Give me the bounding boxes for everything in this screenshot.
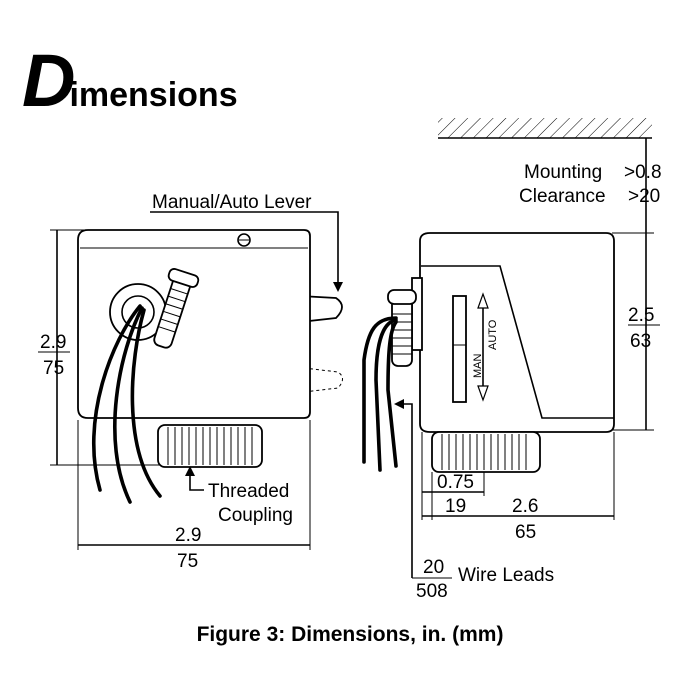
side-wire-leads — [362, 316, 398, 472]
title-rest: imensions — [69, 76, 238, 114]
side-width-mm: 65 — [515, 522, 536, 543]
coupling-leader-arrow — [185, 466, 195, 476]
lever-alt-position — [303, 367, 343, 393]
wire-leads-mm: 508 — [416, 581, 448, 602]
man-auto-switch-slot[interactable] — [452, 295, 467, 403]
mounting-label: Mounting — [524, 162, 602, 183]
coupling-leader-line — [189, 470, 204, 491]
wire-leads-in: 20 — [423, 557, 444, 578]
wire-leads-arrow — [394, 399, 404, 409]
side-threaded-coupling — [431, 431, 541, 473]
front-coupling-threads — [167, 427, 253, 465]
page-title: Dimensions — [22, 44, 238, 118]
screw-icon — [237, 233, 251, 247]
front-height-mm: 75 — [43, 358, 64, 379]
auto-arrow-head — [477, 292, 489, 309]
side-coupling-threads — [441, 434, 527, 470]
front-view — [38, 211, 343, 550]
figure-caption: Figure 3: Dimensions, in. (mm) — [197, 623, 504, 646]
side-threaded-fitting — [387, 289, 417, 367]
side-height-mm: 63 — [630, 331, 651, 352]
lever-leader-arrow — [333, 282, 343, 292]
front-threaded-fitting — [153, 268, 200, 349]
front-wire-leads — [91, 304, 162, 504]
side-housing — [419, 232, 615, 433]
man-arrow-head — [477, 385, 489, 402]
side-housing-cover-edge — [421, 265, 614, 419]
side-width-in: 2.6 — [512, 496, 538, 517]
mounting-in-value: >0.8 — [624, 162, 662, 183]
clearance-mm-value: >20 — [628, 186, 660, 207]
title-initial: D — [22, 39, 75, 122]
auto-label: AUTO — [487, 319, 499, 350]
threaded-coupling-label-1: Threaded — [208, 481, 289, 502]
side-view: AUTO MAN — [362, 118, 660, 579]
lever-leader-line — [150, 211, 339, 288]
front-housing — [77, 229, 311, 419]
wire-leads-label: Wire Leads — [458, 565, 554, 586]
side-height-in: 2.5 — [628, 305, 654, 326]
ceiling-hatch — [438, 118, 652, 138]
front-width-in: 2.9 — [175, 525, 201, 546]
side-fitting-block — [411, 277, 423, 351]
coupling-mm: 19 — [445, 496, 466, 517]
coupling-in: 0.75 — [437, 472, 474, 493]
clearance-label: Clearance — [519, 186, 606, 207]
front-width-mm: 75 — [177, 551, 198, 572]
man-label: MAN — [472, 354, 484, 379]
manual-auto-lever-label: Manual/Auto Lever — [152, 192, 312, 213]
threaded-coupling-label-2: Coupling — [218, 505, 293, 526]
front-height-in: 2.9 — [40, 332, 66, 353]
wire-leads-leader-line — [398, 403, 413, 578]
